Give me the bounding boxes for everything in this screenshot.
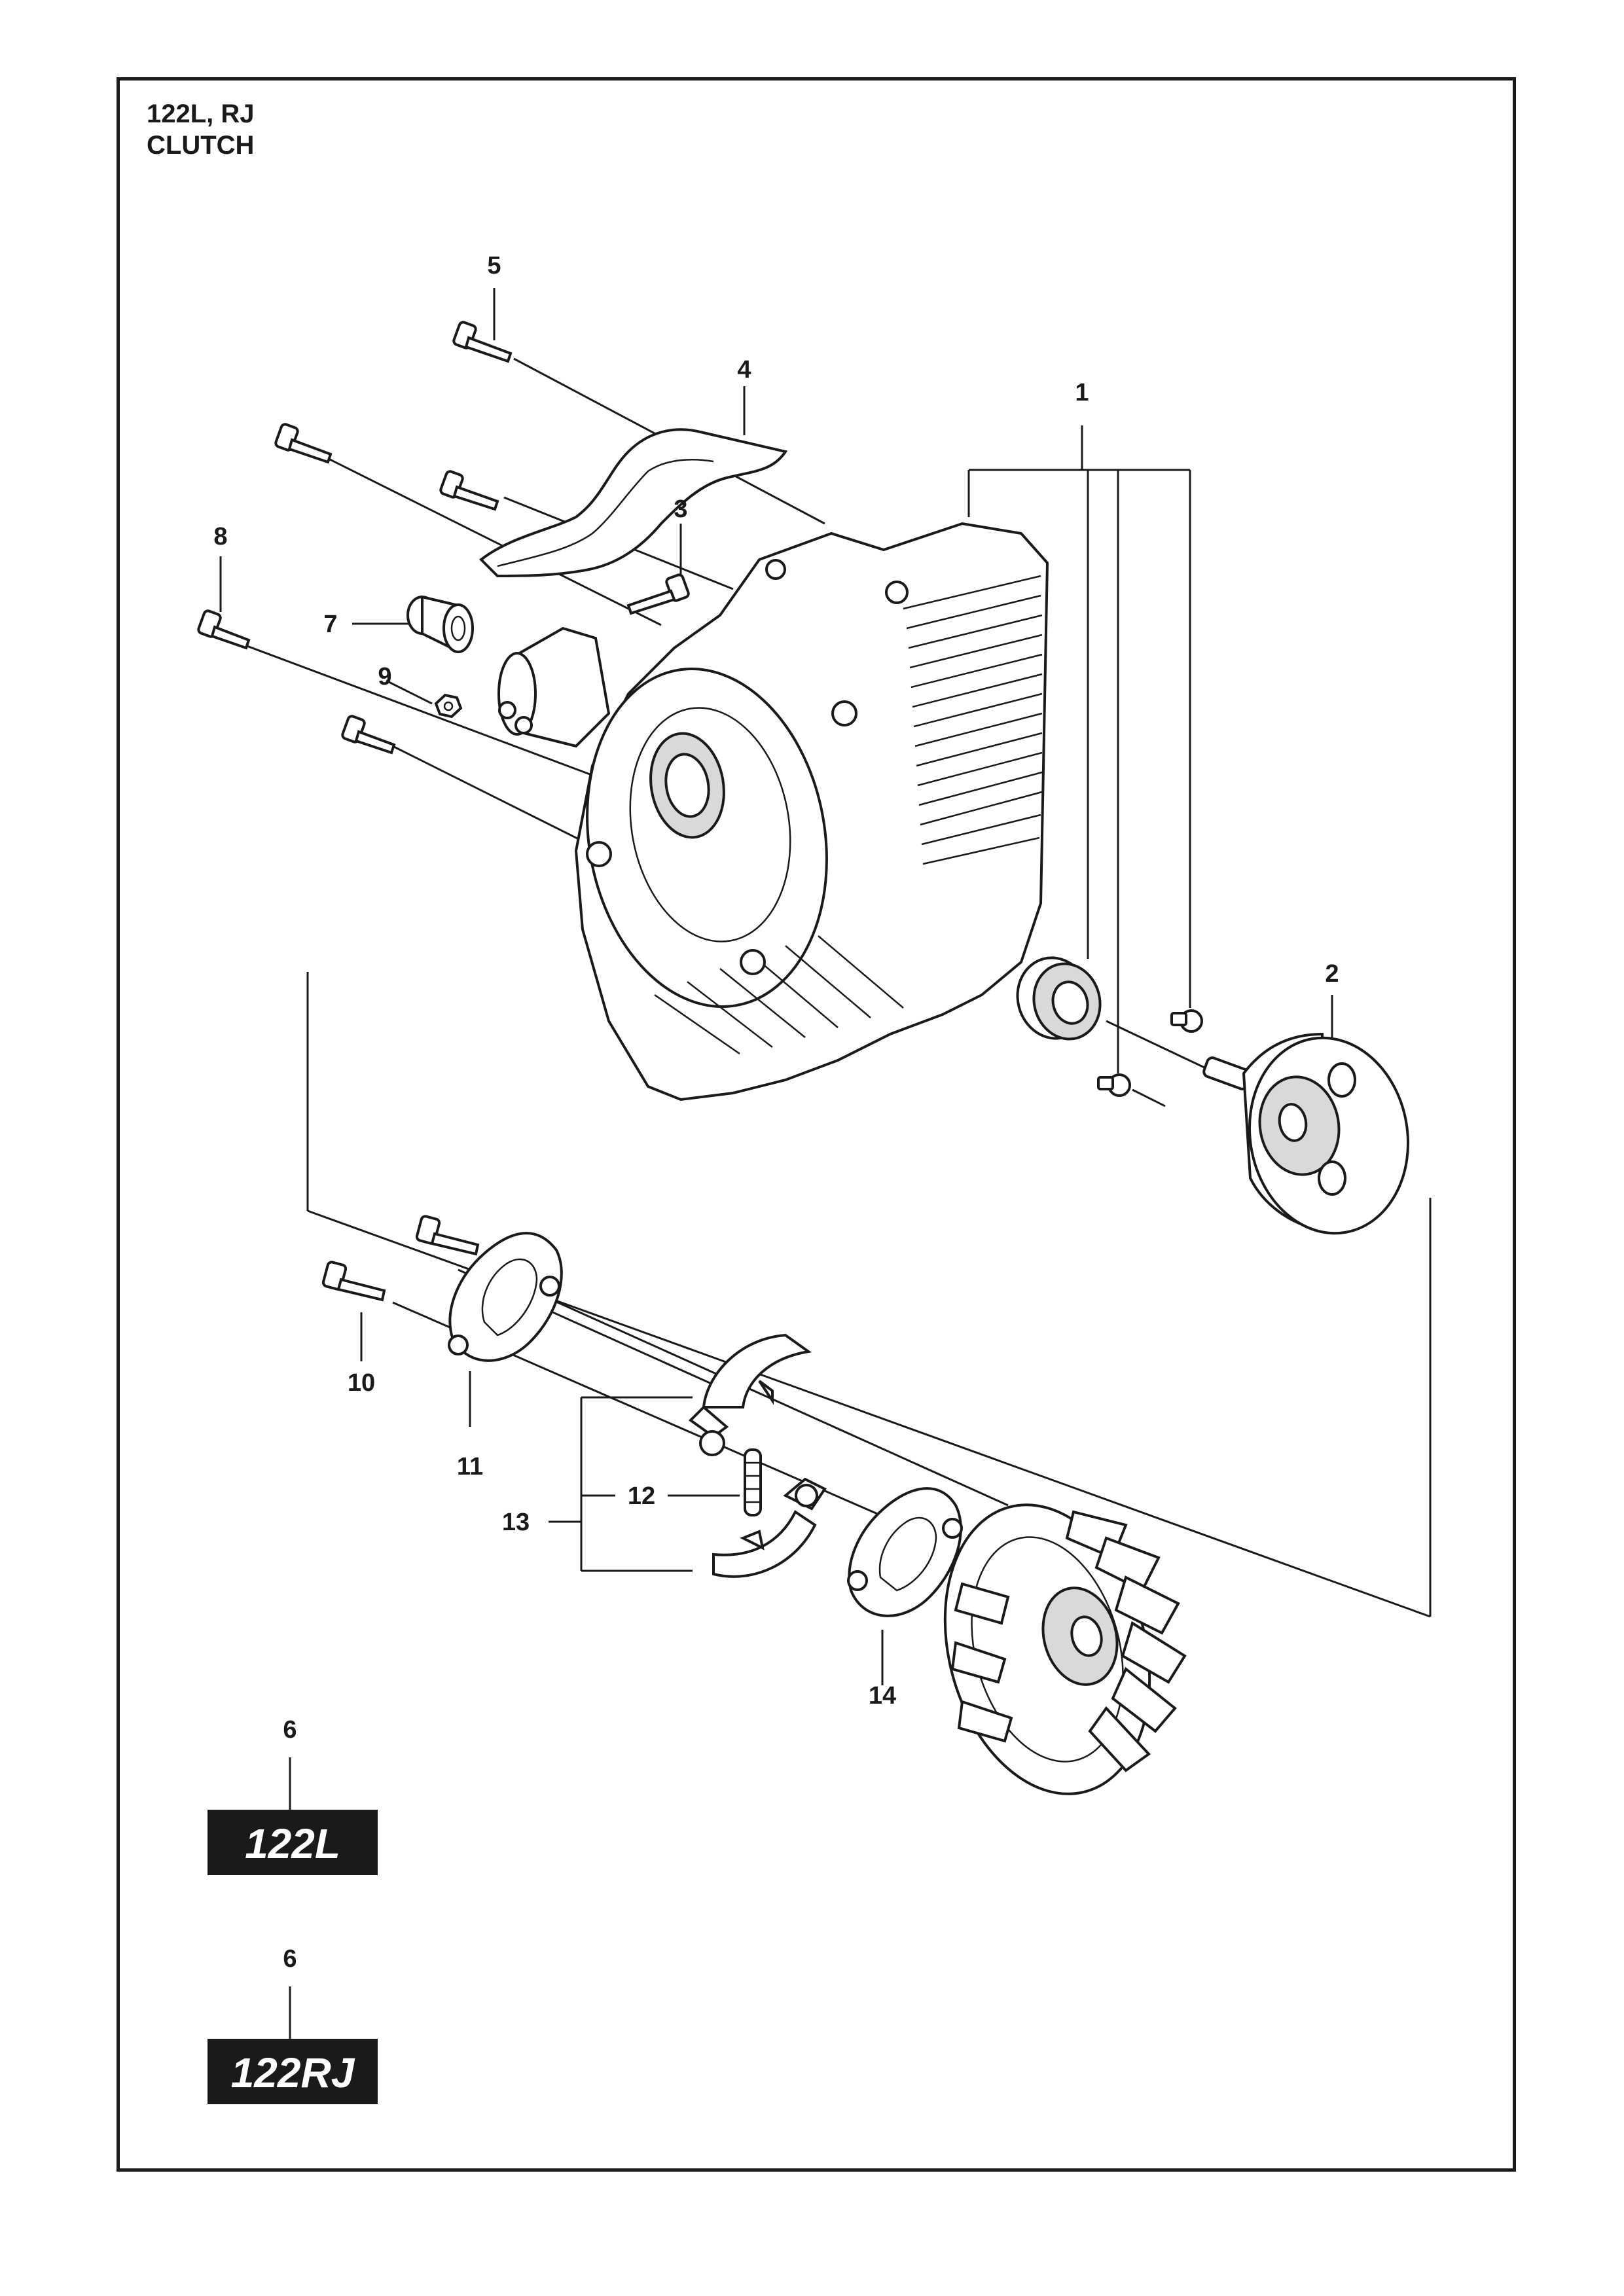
callout-3: 3: [674, 495, 687, 523]
callout-12: 12: [628, 1482, 655, 1510]
screw-upper-right: [1170, 1009, 1203, 1033]
bearing: [1016, 956, 1102, 1041]
callout-14: 14: [869, 1682, 896, 1710]
page-frame: [117, 77, 1516, 2172]
bushing-7: [406, 595, 474, 654]
bolt-lower-left: [341, 715, 396, 755]
callout-4: 4: [737, 356, 751, 384]
callout-labels: 1 2 3 4 5 6 7 8 9 10 11 12 13 14 6: [213, 252, 1339, 1973]
bolt-10-a: [415, 1215, 480, 1256]
clutch-shoe-lower: [712, 1477, 827, 1578]
callout-1: 1: [1075, 379, 1089, 406]
decal-122l-text: 122L: [245, 1820, 340, 1867]
clutch-drum-2: [1202, 1032, 1410, 1235]
clutch-plate-11: [448, 1232, 563, 1362]
callout-8: 8: [213, 523, 227, 550]
callout-6-b: 6: [283, 1945, 297, 1973]
bolt-upper-left: [274, 423, 333, 464]
callout-7: 7: [323, 611, 337, 638]
bolt-middle: [439, 470, 499, 511]
callout-11: 11: [457, 1453, 483, 1480]
bolt-5: [452, 321, 513, 363]
gasket-14: [847, 1487, 963, 1617]
decal-122rj: 122RJ: [208, 2039, 378, 2104]
screw-lower-right: [1097, 1073, 1131, 1097]
callout-13: 13: [502, 1509, 530, 1536]
spring-12: [744, 1448, 762, 1516]
callout-6-a: 6: [283, 1716, 297, 1744]
clutch-shoe-upper: [688, 1333, 812, 1456]
guard-cover-4: [478, 428, 788, 578]
bolt-10-b: [321, 1261, 386, 1302]
nut-9: [434, 693, 463, 719]
section-title: CLUTCH: [147, 131, 255, 160]
bolt-8: [197, 609, 251, 650]
decal-122rj-text: 122RJ: [231, 2049, 355, 2096]
bolt-3: [626, 573, 690, 615]
flywheel: [943, 1503, 1187, 1795]
model-title: 122L, RJ: [147, 99, 255, 128]
decal-122l: 122L: [208, 1810, 378, 1875]
callout-10: 10: [348, 1369, 375, 1397]
callout-2: 2: [1325, 960, 1339, 988]
crankcase-housing: [497, 522, 1049, 1102]
callout-9: 9: [378, 663, 391, 691]
callout-5: 5: [487, 252, 501, 279]
